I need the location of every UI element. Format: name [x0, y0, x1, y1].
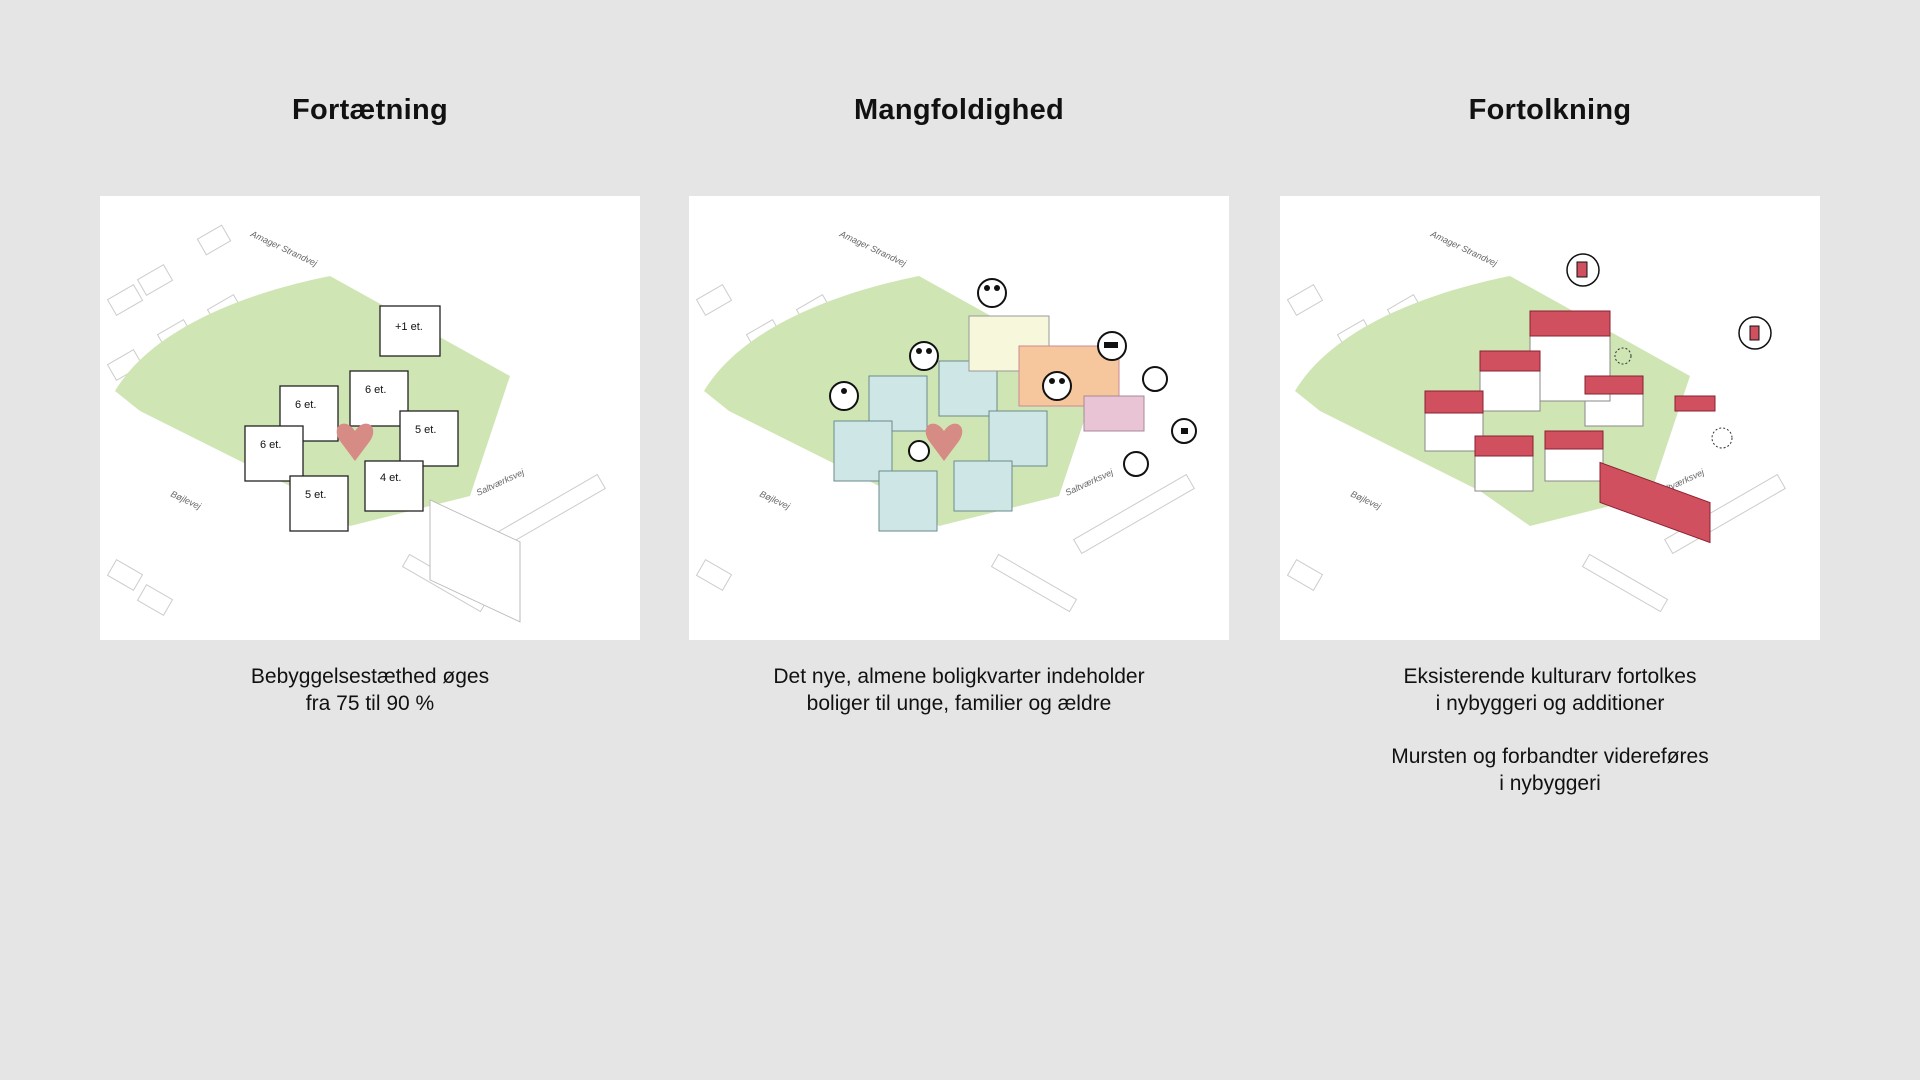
- road-label: Bøjlevej: [1349, 489, 1383, 512]
- caption-line: boliger til unge, familier og ældre: [806, 692, 1112, 715]
- playground-icon: [908, 440, 930, 462]
- building-label: 5 et.: [305, 489, 326, 501]
- road-label: Bøjlevej: [169, 489, 203, 512]
- caption-line: Mursten og forbandter videreføres: [1391, 745, 1709, 768]
- caption-line: Det nye, almene boligkvarter indeholder: [773, 665, 1145, 688]
- caption: Bebyggelsestæthed øges fra 75 til 90 %: [80, 663, 660, 717]
- caption-line: Bebyggelsestæthed øges: [250, 665, 490, 688]
- road-label: Amager Strandvej: [248, 228, 319, 268]
- caption-line: fra 75 til 90 %: [305, 692, 435, 715]
- family-icon: [909, 341, 939, 371]
- community-icon: [1123, 451, 1149, 477]
- building-label: 6 et.: [295, 399, 316, 411]
- panel-title: Fortætning: [291, 94, 448, 126]
- road-label: Amager Strandvej: [1428, 228, 1499, 268]
- parent-child-icon: [829, 381, 859, 411]
- building-label: 6 et.: [365, 384, 386, 396]
- detail-marker: [1614, 347, 1632, 365]
- diagram-interpretation: Amager Strandvej Bøjlevej Saltværksvej: [1280, 196, 1820, 640]
- caption-line: i nybyggeri og additioner: [1435, 692, 1665, 715]
- road-label: Saltværksvej: [1064, 467, 1116, 498]
- road-label: Saltværksvej: [475, 467, 527, 498]
- diagram-densification: Amager Strandvej Bøjlevej Saltværksvej +…: [100, 196, 640, 640]
- caption: Eksisterende kulturarv fortolkes i nybyg…: [1260, 663, 1840, 823]
- road-label: Amager Strandvej: [837, 228, 908, 268]
- panel-title: Mangfoldighed: [853, 94, 1065, 126]
- caption: Det nye, almene boligkvarter indeholder …: [669, 663, 1249, 717]
- building-label: 5 et.: [415, 424, 436, 436]
- heart-icon: [336, 423, 374, 461]
- caption-line: Eksisterende kulturarv fortolkes: [1403, 665, 1697, 688]
- caption-line: i nybyggeri: [1499, 772, 1601, 795]
- building-label: +1 et.: [395, 321, 423, 333]
- diagram-diversity: Amager Strandvej Bøjlevej Saltværksvej: [689, 196, 1229, 640]
- elderly-icon: [977, 278, 1007, 308]
- building-label: 6 et.: [260, 439, 281, 451]
- people-icon: [1042, 371, 1072, 401]
- detail-marker: [1711, 427, 1733, 449]
- building-label: 4 et.: [380, 472, 401, 484]
- work-desk-icon: [1142, 366, 1168, 392]
- panel-title: Fortolkning: [1468, 94, 1632, 126]
- heart-icon: [925, 423, 963, 461]
- road-label: Bøjlevej: [758, 489, 792, 512]
